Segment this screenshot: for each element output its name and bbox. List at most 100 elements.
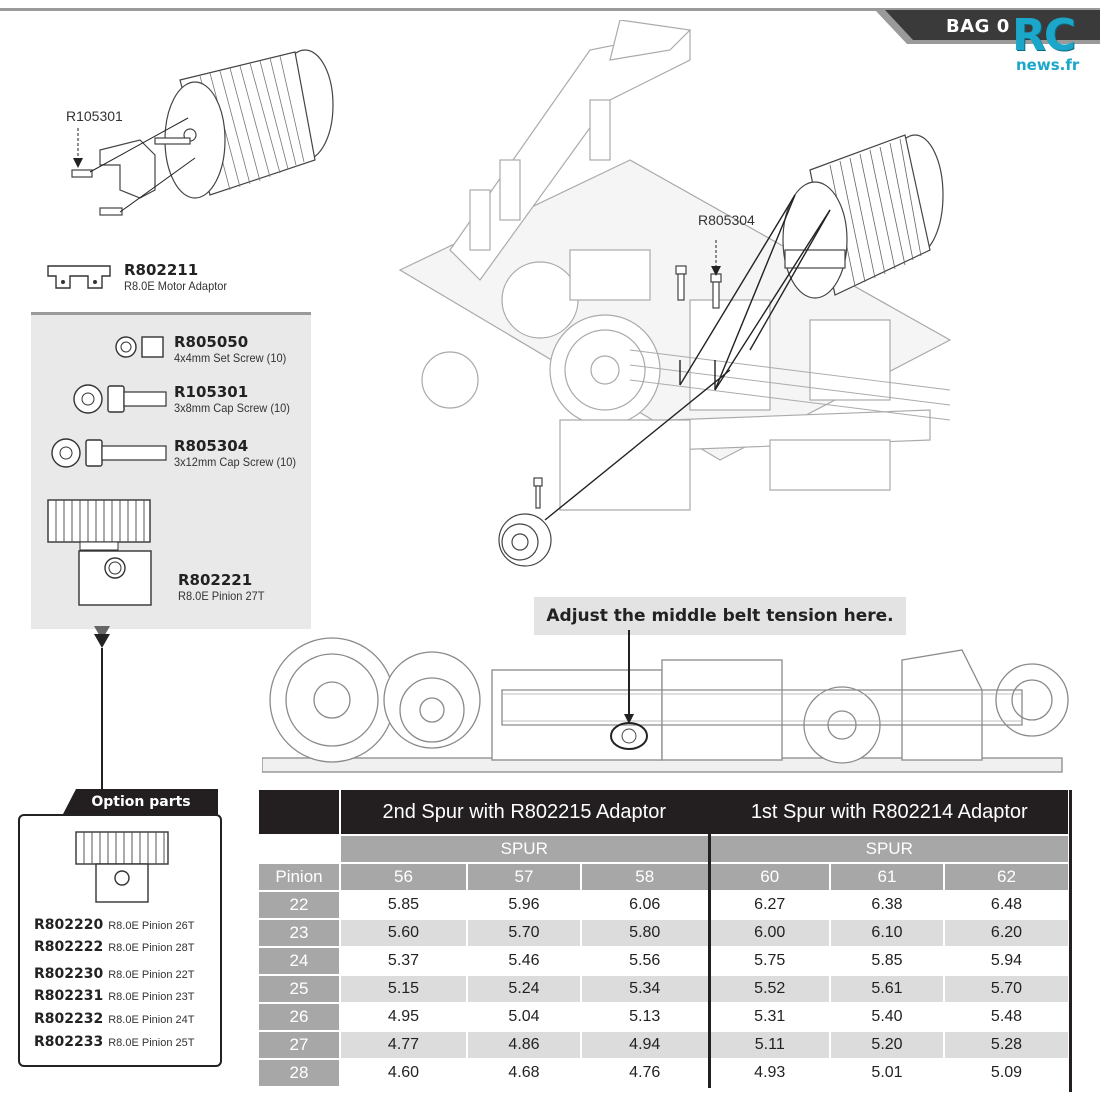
ratio-cell: 4.86: [467, 1031, 582, 1060]
option-tab: [62, 789, 218, 816]
ratio-cell: 5.24: [467, 975, 582, 1004]
option-part-number: R802222: [34, 939, 104, 955]
cap-screw-8mm-icon: [73, 384, 167, 414]
ratio-cell: 5.40: [830, 1003, 945, 1032]
ratio-cell: 5.34: [581, 975, 711, 1004]
gear-ratio-table: 2nd Spur with R802215 Adaptor 1st Spur w…: [259, 790, 1070, 1088]
spur-label-1: SPUR: [340, 835, 711, 864]
ratio-cell: 4.77: [340, 1031, 468, 1060]
ratio-cell: 5.94: [944, 947, 1070, 976]
spur-col-header: 56: [340, 863, 468, 892]
ratio-cell: 6.06: [581, 891, 711, 920]
ratio-cell: 5.09: [944, 1059, 1070, 1088]
table-right-border: [1069, 790, 1072, 1092]
pinion-cell: 23: [259, 919, 341, 948]
table-row: 25 5.15 5.24 5.34 5.52 5.61 5.70: [259, 975, 1070, 1004]
table-corner: [259, 790, 341, 836]
desc-cap-screw-8mm: 3x8mm Cap Screw (10): [174, 401, 290, 415]
pinion-cell: 25: [259, 975, 341, 1004]
option-desc: R8.0E Pinion 28T: [108, 942, 195, 954]
ratio-cell: 5.52: [709, 975, 831, 1004]
pinion-27t-icon: [47, 499, 151, 551]
table-corner-blank: [259, 835, 341, 864]
motor-mount-illustration: [71, 49, 334, 216]
spur-col-header: 61: [830, 863, 945, 892]
bag-label: BAG 0: [946, 16, 1010, 37]
ratio-cell: 5.37: [340, 947, 468, 976]
option-part-number: R802220: [34, 917, 104, 933]
ratio-cell: 6.10: [830, 919, 945, 948]
logo-sub: news.fr: [1016, 56, 1080, 74]
ratio-cell: 5.75: [709, 947, 831, 976]
table-row: 27 4.77 4.86 4.94 5.11 5.20 5.28: [259, 1031, 1070, 1060]
ratio-cell: 4.93: [709, 1059, 831, 1088]
pinion-cell: 22: [259, 891, 341, 920]
ratio-cell: 6.48: [944, 891, 1070, 920]
ratio-cell: 5.28: [944, 1031, 1070, 1060]
ratio-cell: 4.95: [340, 1003, 468, 1032]
spur-col-header: 58: [581, 863, 711, 892]
ratio-cell: 5.15: [340, 975, 468, 1004]
ratio-cell: 5.60: [340, 919, 468, 948]
group-header-2nd-spur: 2nd Spur with R802215 Adaptor: [340, 790, 711, 836]
pinion-cell: 26: [259, 1003, 341, 1032]
ratio-cell: 5.70: [467, 919, 582, 948]
ratio-cell: 5.56: [581, 947, 711, 976]
adaptor-description: R8.0E Motor Adaptor: [124, 279, 228, 293]
rcnews-logo: RC news.fr: [1012, 12, 1092, 75]
part-number-cap-screw-8mm: R105301: [174, 383, 249, 401]
callout-motor-screw: R105301: [66, 108, 123, 124]
side-view-illustration: [262, 630, 1069, 773]
option-part-number: R802232: [34, 1011, 104, 1027]
option-desc: R8.0E Pinion 23T: [108, 991, 195, 1003]
motor-adaptor-icon: [47, 265, 111, 289]
ratio-cell: 5.61: [830, 975, 945, 1004]
ratio-cell: 6.38: [830, 891, 945, 920]
ratio-cell: 5.20: [830, 1031, 945, 1060]
ratio-cell: 6.00: [709, 919, 831, 948]
table-row: 24 5.37 5.46 5.56 5.75 5.85 5.94: [259, 947, 1070, 976]
spur-col-header: 57: [467, 863, 582, 892]
set-screw-icon: [115, 336, 164, 358]
spur-col-header: 62: [944, 863, 1070, 892]
desc-set-screw: 4x4mm Set Screw (10): [174, 351, 287, 365]
pinion-cell: 27: [259, 1031, 341, 1060]
option-part-number: R802230: [34, 966, 104, 982]
option-desc: R8.0E Pinion 24T: [108, 1014, 195, 1026]
table-row: 23 5.60 5.70 5.80 6.00 6.10 6.20: [259, 919, 1070, 948]
desc-cap-screw-12mm: 3x12mm Cap Screw (10): [174, 455, 297, 469]
ratio-cell: 6.27: [709, 891, 831, 920]
part-number-cap-screw-12mm: R805304: [174, 437, 249, 455]
ratio-cell: 5.96: [467, 891, 582, 920]
option-part-number: R802233: [34, 1034, 104, 1050]
cap-screw-12mm-icon: [51, 438, 167, 468]
option-item: R802222 R8.0E Pinion 28T: [34, 938, 194, 956]
spur-col-header: 60: [709, 863, 831, 892]
pinion-cell: 24: [259, 947, 341, 976]
desc-pinion-27t: R8.0E Pinion 27T: [178, 589, 265, 603]
bag-tab: [875, 10, 1100, 44]
table-row: 22 5.85 5.96 6.06 6.27 6.38 6.48: [259, 891, 1070, 920]
parts-box: [31, 312, 311, 629]
pinion-cell: 28: [259, 1059, 341, 1088]
chassis-illustration: [398, 20, 952, 567]
ratio-cell: 5.48: [944, 1003, 1070, 1032]
belt-note-banner: Adjust the middle belt tension here.: [534, 597, 906, 635]
part-number-set-screw: R805050: [174, 333, 249, 351]
ratio-cell: 5.46: [467, 947, 582, 976]
ratio-cell: 4.68: [467, 1059, 582, 1088]
pinion-27t-hub: [78, 550, 152, 606]
ratio-cell: 6.20: [944, 919, 1070, 948]
ratio-cell: 5.80: [581, 919, 711, 948]
table-row: 26 4.95 5.04 5.13 5.31 5.40 5.48: [259, 1003, 1070, 1032]
ratio-cell: 5.11: [709, 1031, 831, 1060]
adaptor-part-number: R802211: [124, 261, 199, 279]
spur-label-2: SPUR: [709, 835, 1070, 864]
option-item: R802232 R8.0E Pinion 24T: [34, 1010, 194, 1028]
option-title: Option parts: [91, 794, 191, 810]
part-number-pinion-27t: R802221: [178, 571, 253, 589]
